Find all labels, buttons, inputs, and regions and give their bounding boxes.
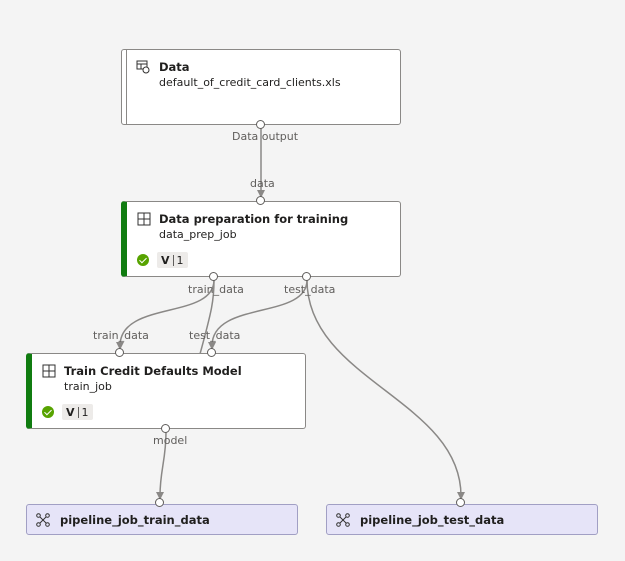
port-label-prep-in-data: data	[250, 177, 275, 190]
port-output-train-in[interactable]	[155, 498, 164, 507]
pipeline-output-icon	[336, 513, 350, 527]
port-prep-out-test[interactable]	[302, 272, 311, 281]
train-node-title: Train Credit Defaults Model	[64, 364, 242, 378]
data-prep-status-row: V 1	[137, 252, 188, 268]
data-node[interactable]: Data default_of_credit_card_clients.xls	[121, 49, 401, 125]
edge-prep-test-to-train-test	[208, 279, 308, 350]
edge-prep-train-passing	[199, 279, 215, 355]
train-status-row: V 1	[42, 404, 93, 420]
component-icon	[42, 364, 56, 378]
version-label: V	[161, 253, 170, 267]
version-number: 1	[81, 405, 89, 419]
data-prep-node-subtitle: data_prep_job	[159, 228, 237, 241]
version-badge: V 1	[157, 252, 188, 268]
data-prep-node[interactable]: Data preparation for training data_prep_…	[121, 201, 401, 277]
train-node-subtitle: train_job	[64, 380, 112, 393]
output-test-node[interactable]: pipeline_job_test_data	[326, 504, 598, 535]
data-node-subtitle: default_of_credit_card_clients.xls	[159, 76, 341, 89]
edge-prep-train-to-train-train	[116, 279, 215, 350]
port-train-out-model[interactable]	[161, 424, 170, 433]
data-node-title: Data	[159, 60, 190, 74]
output-test-title: pipeline_job_test_data	[360, 513, 505, 527]
version-number: 1	[176, 253, 184, 267]
edge-prep-test-to-output	[306, 279, 465, 500]
port-train-in-test[interactable]	[207, 348, 216, 357]
port-label-data-output: Data output	[232, 130, 299, 143]
output-train-title: pipeline_job_train_data	[60, 513, 210, 527]
version-label: V	[66, 405, 75, 419]
output-train-node[interactable]: pipeline_job_train_data	[26, 504, 298, 535]
dataset-icon	[136, 60, 150, 74]
edge-train-model-to-output	[156, 431, 167, 500]
completed-check-icon	[137, 254, 149, 266]
port-train-in-train[interactable]	[115, 348, 124, 357]
port-label-train-in-train: train_data	[93, 329, 149, 342]
port-label-train-out-model: model	[153, 434, 188, 447]
train-node[interactable]: Train Credit Defaults Model train_job V …	[26, 353, 306, 429]
version-badge: V 1	[62, 404, 93, 420]
port-output-test-in[interactable]	[456, 498, 465, 507]
port-prep-out-train[interactable]	[209, 272, 218, 281]
completed-check-icon	[42, 406, 54, 418]
port-label-prep-out-train: train_data	[188, 283, 244, 296]
component-icon	[137, 212, 151, 226]
version-separator	[172, 254, 174, 266]
version-separator	[77, 406, 79, 418]
pipeline-output-icon	[36, 513, 50, 527]
port-data-output[interactable]	[256, 120, 265, 129]
port-prep-in-data[interactable]	[256, 196, 265, 205]
port-label-prep-out-test: test_data	[284, 283, 336, 296]
data-prep-node-title: Data preparation for training	[159, 212, 349, 226]
port-label-train-in-test: test_data	[189, 329, 241, 342]
